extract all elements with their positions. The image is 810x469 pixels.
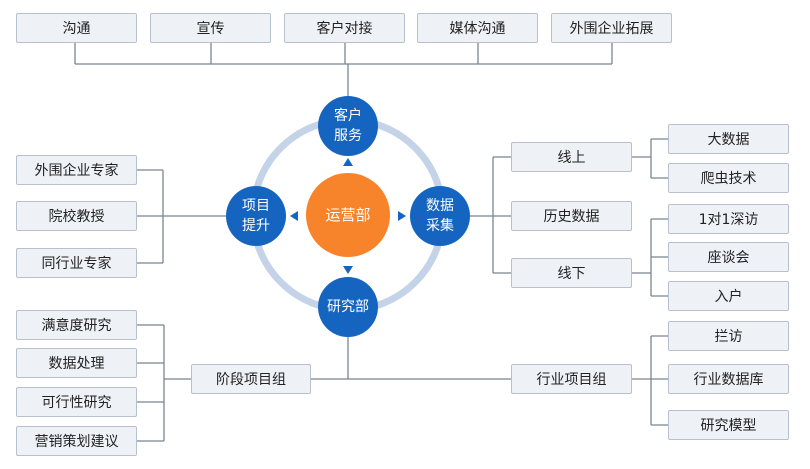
expert-professor: 院校教授 (16, 201, 137, 231)
online-big-data: 大数据 (668, 124, 789, 154)
node-research-department: 研究部 (318, 277, 378, 337)
data-branch-online: 线上 (511, 142, 632, 172)
stage-project-group: 阶段项目组 (191, 364, 311, 394)
industry-project-group: 行业项目组 (511, 364, 632, 394)
node-project-improvement: 项目 提升 (226, 186, 286, 246)
node-project-improvement-line2: 提升 (242, 218, 270, 234)
node-operations-center: 运营部 (306, 173, 390, 257)
expert-external-enterprise: 外围企业专家 (16, 155, 137, 185)
node-project-improvement-line1: 项目 (242, 198, 270, 214)
stage-feasibility-study: 可行性研究 (16, 387, 137, 417)
node-customer-service: 客户 服务 (318, 96, 378, 156)
node-operations-center-label: 运营部 (325, 206, 371, 224)
top-box-publicity: 宣传 (150, 13, 271, 43)
top-box-client-liaison: 客户对接 (284, 13, 405, 43)
industry-intercept: 拦访 (668, 321, 789, 351)
stage-satisfaction-research: 满意度研究 (16, 310, 137, 340)
data-branch-historical: 历史数据 (511, 201, 632, 231)
stage-data-processing: 数据处理 (16, 348, 137, 378)
industry-database: 行业数据库 (668, 364, 789, 394)
node-research-department-label: 研究部 (327, 299, 369, 315)
data-branch-offline: 线下 (511, 258, 632, 288)
stage-marketing-advice: 营销策划建议 (16, 426, 137, 456)
industry-research-model: 研究模型 (668, 410, 789, 440)
node-data-collection: 数据 采集 (410, 186, 470, 246)
node-data-collection-line1: 数据 (426, 198, 454, 214)
offline-focus-group: 座谈会 (668, 242, 789, 272)
online-crawler: 爬虫技术 (668, 163, 789, 193)
expert-industry-peer: 同行业专家 (16, 248, 137, 278)
node-data-collection-line2: 采集 (426, 218, 454, 234)
top-box-media-communication: 媒体沟通 (417, 13, 538, 43)
offline-home-visit: 入户 (668, 281, 789, 311)
offline-interview: 1对1深访 (668, 204, 789, 234)
node-customer-service-line2: 服务 (334, 128, 362, 144)
top-box-external-expansion: 外围企业拓展 (551, 13, 672, 43)
node-customer-service-line1: 客户 (334, 108, 362, 124)
top-box-communication: 沟通 (16, 13, 137, 43)
